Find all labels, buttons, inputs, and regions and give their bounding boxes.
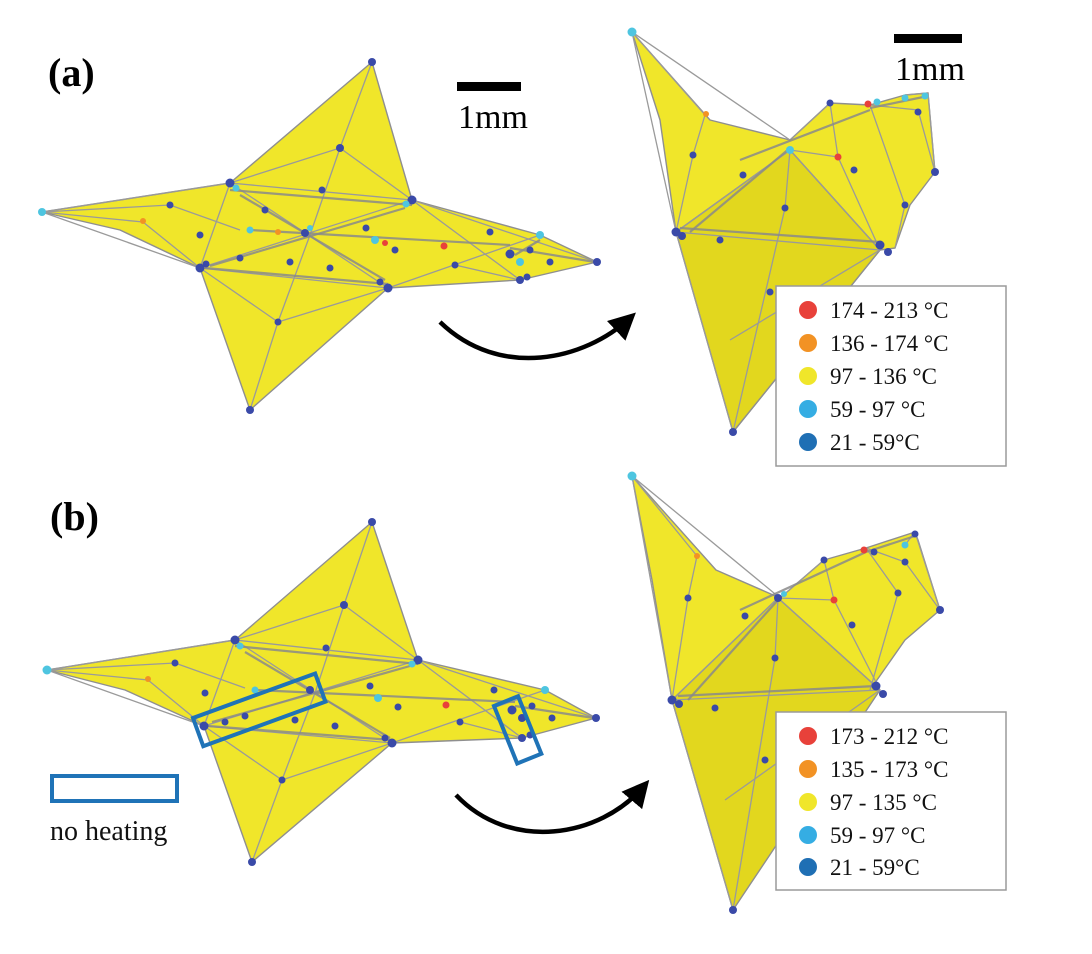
flat-nodes-b [42,518,600,866]
flat-pattern-b [42,518,600,866]
legend-b-swatch-4 [799,858,817,876]
flat-pattern-a [38,58,601,414]
legend-b-swatch-3 [799,826,817,844]
legend-a-item-2: 97 - 136 °C [799,364,937,389]
fold-arrow-a [438,312,636,361]
panel-b-label: (b) [50,494,99,539]
scale-label-a-left: 1mm [458,99,528,136]
scale-bar-a-left [457,82,521,91]
panel-a: (a) 1mm 1mm [38,27,1007,467]
flat-sheet-a [41,61,598,411]
no-heating-label: no heating [50,816,167,847]
legend-b-label-0: 173 - 212 °C [830,724,948,749]
legend-b-swatch-0 [799,727,817,745]
folded-nodes-a [627,27,939,436]
legend-a-label-3: 59 - 97 °C [830,397,925,422]
legend-b-item-1: 135 - 173 °C [799,757,948,782]
legend-a: 174 - 213 °C 136 - 174 °C 97 - 136 °C 59… [775,285,1007,467]
legend-a-item-3: 59 - 97 °C [799,397,925,422]
legend-a-item-4: 21 - 59°C [799,430,920,455]
legend-b: 173 - 212 °C 135 - 173 °C 97 - 135 °C 59… [775,711,1007,891]
legend-a-swatch-2 [799,367,817,385]
legend-a-label-4: 21 - 59°C [830,430,920,455]
panel-b: (b) [42,471,1007,914]
legend-b-label-2: 97 - 135 °C [830,790,937,815]
legend-a-swatch-1 [799,334,817,352]
legend-b-item-2: 97 - 135 °C [799,790,937,815]
scale-bar-a-right [894,34,962,43]
legend-a-swatch-4 [799,433,817,451]
scale-label-a-right: 1mm [895,51,965,88]
fold-arrow-b [454,779,650,835]
panel-a-label: (a) [48,50,95,95]
flat-nodes-a [38,58,601,414]
legend-a-label-1: 136 - 174 °C [830,331,948,356]
legend-b-label-3: 59 - 97 °C [830,823,925,848]
folded-creases-b [631,475,941,911]
legend-a-item-0: 174 - 213 °C [799,298,948,323]
legend-a-swatch-0 [799,301,817,319]
legend-a-item-1: 136 - 174 °C [799,331,948,356]
flat-creases-a [41,61,598,411]
legend-a-swatch-3 [799,400,817,418]
legend-a-label-2: 97 - 136 °C [830,364,937,389]
legend-b-swatch-2 [799,793,817,811]
legend-b-swatch-1 [799,760,817,778]
legend-b-label-1: 135 - 173 °C [830,757,948,782]
legend-b-label-4: 21 - 59°C [830,855,920,880]
no-heating-key [50,774,179,803]
legend-a-label-0: 174 - 213 °C [830,298,948,323]
legend-b-item-0: 173 - 212 °C [799,724,948,749]
legend-b-item-4: 21 - 59°C [799,855,920,880]
no-heating-region-2 [491,693,544,767]
legend-b-item-3: 59 - 97 °C [799,823,925,848]
folded-nodes-b [627,471,944,914]
no-heating-region-1 [190,670,328,749]
